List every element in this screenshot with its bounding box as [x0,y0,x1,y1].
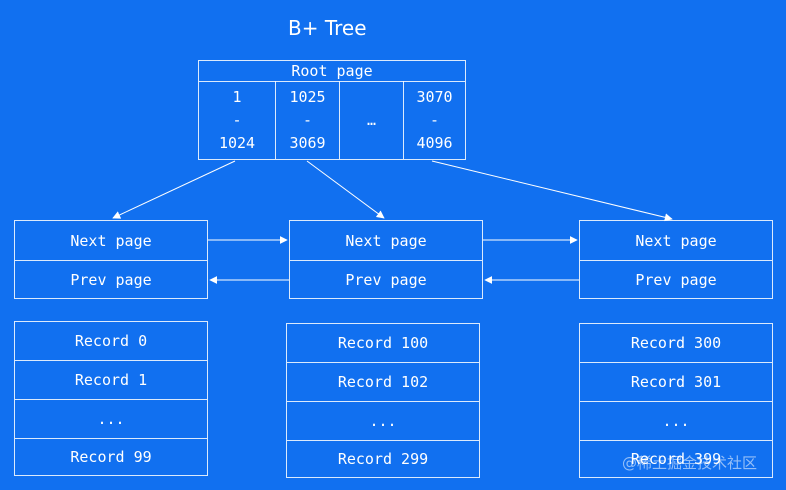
record-list-2: Record 100 Record 102 ... Record 299 [286,323,480,478]
next-page-pointer: Next page [345,231,427,250]
record-item: Record 0 [74,332,148,350]
root-key-range-2: 1025 - 3069 [276,82,339,159]
record-item: Record 301 [630,373,722,391]
record-item: Record 1 [74,371,148,389]
record-item: Record 399 [630,450,722,468]
root-to-leaf-2-arrow [306,160,385,219]
diagram-title: B+ Tree [288,16,367,40]
range-end: 3069 [289,134,326,152]
range-end: 1024 [218,134,256,152]
range-start: 1025 [289,88,326,106]
root-page-header: Root page [291,62,373,80]
ellipsis: … [366,111,377,129]
root-page: Root page 1 - 1024 1025 - 3069 … 3070 - … [198,60,466,160]
prev-page-pointer: Prev page [635,270,717,289]
record-item: Record 299 [337,450,429,468]
root-to-leaf-1-arrow [112,160,236,219]
record-ellipsis: ... [662,412,690,430]
record-ellipsis: ... [369,412,397,430]
record-item: Record 300 [630,334,722,352]
record-item: Record 102 [337,373,429,391]
root-key-range-3: 3070 - 4096 [404,82,465,159]
watermark: @稀土掘金技术社区 [622,454,758,472]
range-separator: - [429,111,440,129]
range-start: 3070 [416,88,453,106]
next-page-pointer: Next page [70,231,152,250]
record-ellipsis: ... [97,410,125,428]
next-page-pointer: Next page [635,231,717,250]
range-end: 4096 [416,134,453,152]
leaf-page-3: Next page Prev page [579,220,773,299]
record-list-1: Record 0 Record 1 ... Record 99 [14,321,208,476]
leaf-page-2: Next page Prev page [289,220,483,299]
range-separator: - [302,111,313,129]
record-item: Record 100 [337,334,429,352]
prev-page-pointer: Prev page [345,270,427,289]
range-separator: - [232,111,242,129]
record-list-3: Record 300 Record 301 ... Record 399 [579,323,773,478]
leaf-page-1: Next page Prev page [14,220,208,299]
record-item: Record 99 [70,448,152,466]
range-start: 1 [232,88,242,106]
prev-page-pointer: Prev page [70,270,152,289]
root-key-range-1: 1 - 1024 [199,82,275,159]
root-key-ellipsis: … [340,82,403,159]
root-to-leaf-3-arrow [431,160,673,222]
